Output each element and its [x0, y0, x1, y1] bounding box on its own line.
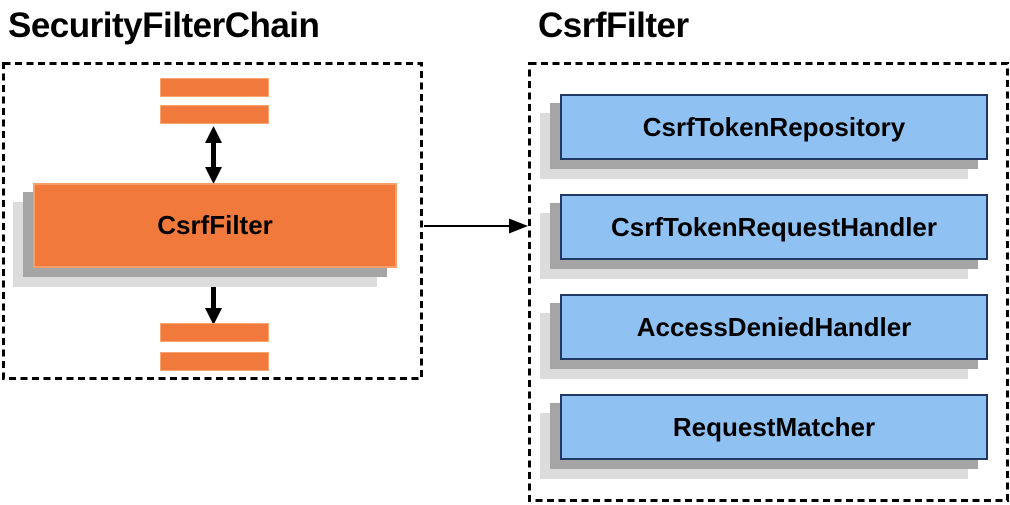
security-filter-chain-boundary — [2, 62, 423, 380]
double-arrow-top-icon — [205, 126, 222, 184]
csrf-filter-node: CsrfFilter — [33, 183, 397, 268]
left-panel-title: SecurityFilterChain — [8, 6, 320, 45]
component-node-request-matcher: RequestMatcher — [560, 394, 988, 460]
filter-placeholder-bar — [160, 78, 269, 97]
component-node-csrf-token-repository: CsrfTokenRepository — [560, 94, 988, 160]
component-node-access-denied-handler: AccessDeniedHandler — [560, 294, 988, 360]
filter-placeholder-bar — [160, 323, 269, 342]
filter-placeholder-bar — [160, 352, 269, 371]
filter-placeholder-bar — [160, 105, 269, 124]
csrf-filter-boundary — [528, 62, 1009, 502]
link-arrow-icon — [424, 218, 528, 234]
component-node-csrf-token-request-handler: CsrfTokenRequestHandler — [560, 194, 988, 260]
right-panel-title: CsrfFilter — [538, 6, 689, 45]
